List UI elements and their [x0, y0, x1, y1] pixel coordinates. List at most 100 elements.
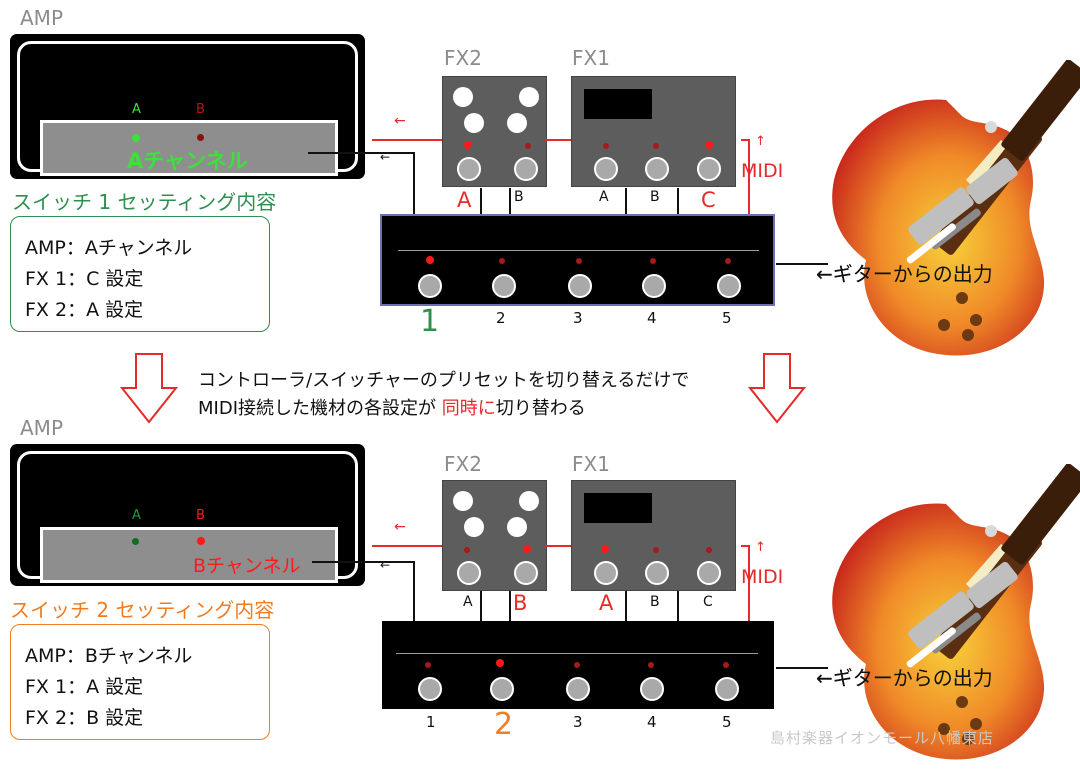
led-icon: [706, 547, 712, 553]
midi-bracket: [741, 545, 749, 547]
footswitch-3: [568, 274, 592, 298]
switch-number: 5: [722, 309, 732, 327]
guitar-cable: [776, 667, 828, 669]
led-icon: [523, 545, 531, 553]
midi-bracket: [741, 139, 749, 141]
switch-number: 5: [722, 713, 732, 731]
arrow-up-icon: ↑: [755, 134, 766, 149]
led-icon: [603, 143, 609, 149]
caption-prefix: MIDI接続した機材の各設定が: [198, 398, 437, 419]
switch-number: 1: [426, 713, 436, 731]
setting-title: スイッチ 2 セッティング内容: [10, 598, 275, 622]
amp-head: A B Bチャンネル: [10, 444, 365, 586]
settings-box: AMP：Aチャンネル FX 1：C 設定 FX 2：A 設定: [10, 216, 270, 332]
led-icon: [496, 659, 504, 667]
switch-number: 4: [647, 713, 657, 731]
amp-led-a: [132, 134, 140, 142]
settings-box: AMP：Bチャンネル FX 1：A 設定 FX 2：B 設定: [10, 624, 270, 740]
switch-number: 4: [647, 309, 657, 327]
fx1-title: FX1: [572, 46, 610, 70]
setting-fx2: FX 2：A 設定: [25, 299, 144, 321]
amp-led-b: [197, 134, 204, 141]
setting-amp: AMP：Bチャンネル: [25, 645, 193, 667]
midi-label: MIDI: [741, 566, 784, 588]
caption-suffix: 切り替わる: [495, 398, 586, 419]
watermark: 島村楽器イオンモール八幡東店: [770, 729, 995, 747]
led-icon: [574, 662, 580, 668]
wire-amp-down: [413, 561, 415, 621]
setting-fx2: FX 2：B 設定: [25, 707, 144, 729]
wire: [480, 591, 482, 621]
footswitch-2: [490, 677, 514, 701]
knob-icon: [464, 113, 484, 133]
midi-wire-amp: [372, 545, 442, 547]
arrow-left-icon: ←: [394, 113, 406, 129]
midi-wire-vertical: [748, 139, 750, 215]
footswitch-icon: [697, 561, 721, 585]
footswitch-icon: [457, 157, 481, 181]
fx1-switch-b-label: B: [650, 594, 660, 610]
knob-icon: [464, 517, 484, 537]
amp-led-b: [197, 537, 205, 545]
midi-controller: [380, 214, 775, 306]
fx1-pedal: [571, 76, 736, 187]
caption-line-2: MIDI接続した機材の各設定が 同時に切り替わる: [198, 394, 586, 420]
footswitch-icon: [514, 157, 538, 181]
footswitch-4: [640, 677, 664, 701]
led-icon: [425, 662, 431, 668]
wire: [625, 188, 627, 214]
setting-fx1: FX 1：A 設定: [25, 676, 144, 698]
led-icon: [464, 141, 472, 149]
fx2-title: FX2: [444, 46, 482, 70]
led-icon: [653, 143, 659, 149]
led-icon: [650, 258, 656, 264]
amp-channel-a-label: A: [132, 102, 141, 117]
fx1-pedal: [571, 480, 736, 591]
setting-fx1: FX 1：C 設定: [25, 268, 144, 290]
fx2-switch-b-label: B: [513, 591, 528, 615]
controller-line: [398, 250, 759, 251]
wire: [625, 591, 627, 621]
caption-line-1: コントローラ/スイッチャーのプリセットを切り替えるだけで: [198, 370, 690, 391]
midi-wire-amp: [372, 139, 442, 141]
midi-wire-fx: [545, 139, 571, 141]
fx2-switch-a-label: A: [457, 188, 472, 212]
footswitch-1: [418, 274, 442, 298]
midi-wire-fx: [545, 545, 571, 547]
wire-amp: [312, 561, 413, 563]
fx1-title: FX1: [572, 452, 610, 476]
wire: [480, 188, 482, 214]
led-icon: [426, 256, 434, 264]
switch-number: 3: [573, 309, 583, 327]
footswitch-icon: [645, 157, 669, 181]
footswitch-icon: [594, 561, 618, 585]
knob-icon: [519, 87, 539, 107]
fx2-title: FX2: [444, 452, 482, 476]
fx1-switch-c-label: C: [703, 594, 713, 610]
amp-channel-b-label: B: [196, 508, 205, 523]
led-icon: [576, 258, 582, 264]
wire: [677, 188, 679, 214]
fx1-switch-b-label: B: [650, 189, 660, 205]
controller-line: [396, 653, 758, 654]
knob-icon: [507, 517, 527, 537]
fx1-switch-c-label: C: [701, 188, 716, 212]
wire: [509, 591, 511, 621]
amp-led-a: [132, 538, 139, 545]
knob-icon: [453, 491, 473, 511]
switch-number: 3: [573, 713, 583, 731]
amp-panel: [40, 120, 338, 176]
led-icon: [725, 258, 731, 264]
footswitch-icon: [514, 561, 538, 585]
down-arrow-icon: [748, 353, 806, 424]
amp-channel-b-label: B: [196, 102, 205, 117]
midi-wire-vertical: [748, 545, 750, 621]
fx2-switch-a-label: A: [463, 594, 473, 610]
fx1-display: [584, 89, 652, 119]
led-icon: [601, 545, 609, 553]
footswitch-5: [715, 677, 739, 701]
knob-icon: [519, 491, 539, 511]
fx2-pedal: [442, 480, 547, 591]
guitar-output-label-overlay: ←ギターからの出力: [816, 666, 993, 690]
wire: [677, 591, 679, 621]
